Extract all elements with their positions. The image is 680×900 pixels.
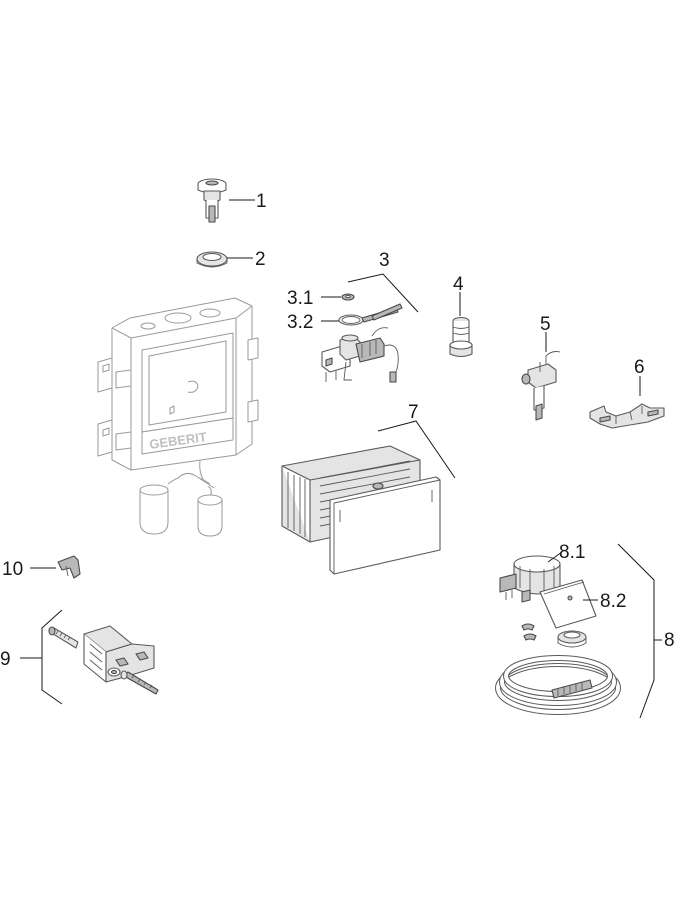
part-9-washer: [107, 667, 121, 677]
label-7: 7: [408, 402, 419, 423]
part-8-clips: [521, 623, 537, 641]
leader-7-bracket: [377, 420, 456, 479]
part-8-coiled-hose: [495, 655, 621, 715]
label-1: 1: [256, 191, 267, 212]
label-8-2: 8.2: [600, 591, 626, 612]
part-8-grommet: [557, 630, 587, 648]
part-3-solenoid-valve: [321, 327, 399, 383]
leader-8-bracket: [617, 543, 655, 719]
part-8-1-junction-box: [499, 555, 561, 603]
part-6-mounting-clip: [589, 403, 665, 429]
leader-8-1: [547, 551, 563, 563]
part-1-valve-plug: [197, 178, 227, 223]
leader-9-bracket: [41, 609, 63, 705]
part-5-sensor-probe: [521, 351, 561, 421]
part-3-2-oring-tool: [338, 303, 403, 326]
part-10-clip: [57, 555, 81, 579]
part-9-screw: [120, 670, 159, 695]
label-3-2: 3.2: [287, 312, 313, 333]
part-3-1-washer: [341, 293, 355, 301]
leader-3-bracket: [347, 273, 419, 313]
label-5: 5: [540, 314, 551, 335]
label-6: 6: [634, 357, 645, 378]
label-2: 2: [255, 249, 266, 270]
part-7-protective-cover: [281, 445, 441, 575]
part-8-2-cover-plate: [539, 579, 597, 629]
part-9-wall-plug: [48, 626, 79, 649]
label-10: 10: [2, 559, 23, 580]
part-4-connection-pipe: [449, 316, 473, 358]
label-9: 9: [0, 649, 11, 670]
label-4: 4: [453, 274, 464, 295]
label-8: 8: [664, 630, 675, 651]
label-8-1: 8.1: [559, 542, 585, 563]
concealed-housing-ghost: GEBERIT: [97, 297, 259, 537]
part-2-seal-ring: [196, 251, 228, 268]
label-3: 3: [379, 250, 390, 271]
label-3-1: 3.1: [287, 288, 313, 309]
